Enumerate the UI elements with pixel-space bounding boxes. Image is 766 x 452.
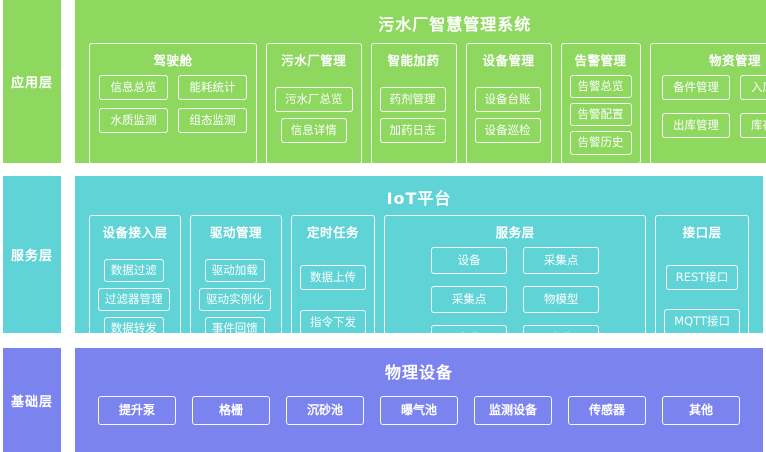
layer-label-infrastructure-text: 基础层 bbox=[10, 394, 53, 410]
chip-mqtt-interface[interactable]: MQTT接口 bbox=[664, 309, 740, 335]
chip-inbound[interactable]: 入库管理 bbox=[740, 75, 766, 101]
chip-energy-stats[interactable]: 能耗统计 bbox=[178, 75, 247, 101]
group-material-management[interactable]: 物资管理 备件管理 入库管理 出库管理 库存管理 bbox=[649, 43, 766, 164]
chip-device-ledger[interactable]: 设备台账 bbox=[474, 86, 541, 112]
chip-outbound[interactable]: 出库管理 bbox=[662, 113, 730, 139]
chip-grit-chamber[interactable]: 沉砂池 bbox=[286, 395, 364, 426]
chip-reagent-management[interactable]: 药剂管理 bbox=[379, 86, 446, 112]
chip-aeration-tank[interactable]: 曝气池 bbox=[380, 395, 458, 426]
group-alarm-management-title: 告警管理 bbox=[574, 53, 627, 68]
chip-collection-point-1[interactable]: 采集点 bbox=[523, 247, 600, 275]
layer-service: 服务层 IoT平台 设备接入层 数据过滤 过滤器管理 数据转发 驱动管理 驱动加… bbox=[0, 176, 766, 362]
chip-rest-interface[interactable]: REST接口 bbox=[665, 265, 739, 291]
chip-command-issue[interactable]: 指令下发 bbox=[300, 309, 366, 336]
chip-device[interactable]: 设备 bbox=[431, 247, 508, 275]
chip-monitoring-device[interactable]: 监测设备 bbox=[474, 395, 552, 426]
chip-collection-point-2[interactable]: 采集点 bbox=[431, 286, 508, 314]
application-groups: 驾驶舱 信息总览 能耗统计 水质监测 组态监测 污水厂管理 污水厂总览 信息详情 bbox=[75, 35, 766, 177]
chip-alarm-history[interactable]: 告警历史 bbox=[569, 131, 632, 155]
group-alarm-management-items: 告警总览 告警配置 告警历史 bbox=[569, 75, 632, 155]
chip-plant-details[interactable]: 信息详情 bbox=[280, 117, 347, 144]
group-device-access-layer-title: 设备接入层 bbox=[102, 225, 168, 240]
group-scheduled-tasks-title: 定时任务 bbox=[306, 225, 359, 240]
chip-thing-model[interactable]: 物模型 bbox=[523, 286, 600, 314]
group-interface-layer-title: 接口层 bbox=[682, 225, 722, 240]
group-scheduled-tasks[interactable]: 定时任务 数据上传 指令下发 bbox=[291, 215, 375, 362]
chip-scada-monitor[interactable]: 组态监测 bbox=[178, 108, 247, 134]
group-material-management-items: 备件管理 入库管理 出库管理 库存管理 bbox=[659, 75, 766, 155]
group-cockpit-title: 驾驶舱 bbox=[153, 53, 193, 68]
physical-device-panel-title: 物理设备 bbox=[384, 363, 453, 382]
chip-plant-overview[interactable]: 污水厂总览 bbox=[275, 86, 353, 112]
iot-platform-groups: 设备接入层 数据过滤 过滤器管理 数据转发 驱动管理 驱动加载 驱动实例化 事件… bbox=[75, 209, 763, 374]
group-driver-management[interactable]: 驱动管理 驱动加载 驱动实例化 事件回馈 bbox=[190, 215, 282, 362]
group-device-management[interactable]: 设备管理 设备台账 设备巡检 bbox=[465, 43, 552, 164]
layer-label-infrastructure: 基础层 bbox=[3, 348, 61, 452]
layer-infrastructure: 基础层 物理设备 提升泵 格栅 沉砂池 曝气池 监测设备 传感器 其他 bbox=[0, 348, 766, 452]
group-device-access-layer-items: 数据过滤 过滤器管理 数据转发 bbox=[98, 247, 172, 353]
layer-spacer bbox=[61, 348, 75, 452]
chip-data-filter[interactable]: 数据过滤 bbox=[103, 259, 164, 283]
group-device-access-layer[interactable]: 设备接入层 数据过滤 过滤器管理 数据转发 bbox=[89, 215, 181, 362]
group-smart-dosing-items: 药剂管理 加药日志 bbox=[379, 75, 448, 155]
chip-spare-parts[interactable]: 备件管理 bbox=[662, 75, 730, 101]
chip-data-upload[interactable]: 数据上传 bbox=[300, 264, 366, 290]
group-device-management-items: 设备台账 设备巡检 bbox=[474, 75, 543, 155]
chip-lift-pump[interactable]: 提升泵 bbox=[98, 395, 176, 426]
group-smart-dosing[interactable]: 智能加药 药剂管理 加药日志 bbox=[370, 43, 457, 164]
group-service-layer-title: 服务层 bbox=[495, 225, 535, 240]
group-service-layer-items: 设备 采集点 采集点 物模型 产品 产品 bbox=[393, 247, 637, 353]
chip-data-forwarding[interactable]: 数据转发 bbox=[103, 317, 164, 341]
group-scheduled-tasks-items: 数据上传 指令下发 bbox=[300, 247, 366, 353]
group-plant-management-items: 污水厂总览 信息详情 bbox=[275, 75, 353, 155]
chip-event-feedback[interactable]: 事件回馈 bbox=[204, 317, 265, 341]
layer-label-service-text: 服务层 bbox=[10, 249, 53, 264]
iot-platform-panel: IoT平台 设备接入层 数据过滤 过滤器管理 数据转发 驱动管理 驱动加载 驱动… bbox=[75, 176, 763, 362]
group-cockpit[interactable]: 驾驶舱 信息总览 能耗统计 水质监测 组态监测 bbox=[89, 43, 257, 164]
chip-other[interactable]: 其他 bbox=[662, 395, 740, 426]
group-interface-layer[interactable]: 接口层 REST接口 MQTT接口 bbox=[655, 215, 749, 362]
layer-label-service: 服务层 bbox=[3, 176, 61, 333]
group-driver-management-title: 驱动管理 bbox=[209, 225, 262, 240]
group-driver-management-items: 驱动加载 驱动实例化 事件回馈 bbox=[199, 247, 273, 353]
application-panel: 污水厂智慧管理系统 驾驶舱 信息总览 能耗统计 水质监测 组态监测 污水厂管理 … bbox=[75, 0, 766, 164]
layer-label-application: 应用层 bbox=[3, 0, 61, 163]
chip-filter-management[interactable]: 过滤器管理 bbox=[98, 288, 170, 312]
group-alarm-management[interactable]: 告警管理 告警总览 告警配置 告警历史 bbox=[560, 43, 641, 164]
group-smart-dosing-title: 智能加药 bbox=[387, 53, 440, 68]
chip-dosing-log[interactable]: 加药日志 bbox=[379, 117, 446, 144]
chip-water-quality[interactable]: 水质监测 bbox=[99, 108, 168, 134]
physical-device-panel: 物理设备 提升泵 格栅 沉砂池 曝气池 监测设备 传感器 其他 bbox=[75, 348, 763, 452]
group-interface-layer-items: REST接口 MQTT接口 bbox=[664, 247, 740, 353]
chip-driver-load[interactable]: 驱动加载 bbox=[204, 259, 265, 283]
iot-platform-panel-title: IoT平台 bbox=[386, 189, 452, 208]
group-material-management-title: 物资管理 bbox=[708, 53, 761, 68]
layer-application: 应用层 污水厂智慧管理系统 驾驶舱 信息总览 能耗统计 水质监测 组态监测 污水… bbox=[0, 0, 766, 164]
chip-stock[interactable]: 库存管理 bbox=[740, 113, 766, 139]
group-cockpit-items: 信息总览 能耗统计 水质监测 组态监测 bbox=[98, 75, 248, 155]
layer-label-application-text: 应用层 bbox=[10, 76, 53, 91]
chip-alarm-config[interactable]: 告警配置 bbox=[569, 103, 632, 127]
physical-device-items: 提升泵 格栅 沉砂池 曝气池 监测设备 传感器 其他 bbox=[75, 383, 763, 452]
group-plant-management-title: 污水厂管理 bbox=[281, 53, 347, 68]
chip-alarm-overview[interactable]: 告警总览 bbox=[569, 75, 632, 99]
group-plant-management[interactable]: 污水厂管理 污水厂总览 信息详情 bbox=[266, 43, 362, 164]
layer-spacer bbox=[61, 0, 75, 163]
group-device-management-title: 设备管理 bbox=[482, 53, 535, 68]
layer-spacer bbox=[61, 176, 75, 333]
chip-grille[interactable]: 格栅 bbox=[192, 395, 270, 426]
chip-device-inspection[interactable]: 设备巡检 bbox=[474, 117, 541, 144]
group-service-layer[interactable]: 服务层 设备 采集点 采集点 物模型 产品 产品 bbox=[384, 215, 647, 362]
chip-driver-instantiation[interactable]: 驱动实例化 bbox=[199, 288, 271, 312]
chip-sensor[interactable]: 传感器 bbox=[568, 395, 646, 426]
application-panel-title: 污水厂智慧管理系统 bbox=[378, 15, 532, 34]
chip-info-overview[interactable]: 信息总览 bbox=[99, 75, 168, 101]
